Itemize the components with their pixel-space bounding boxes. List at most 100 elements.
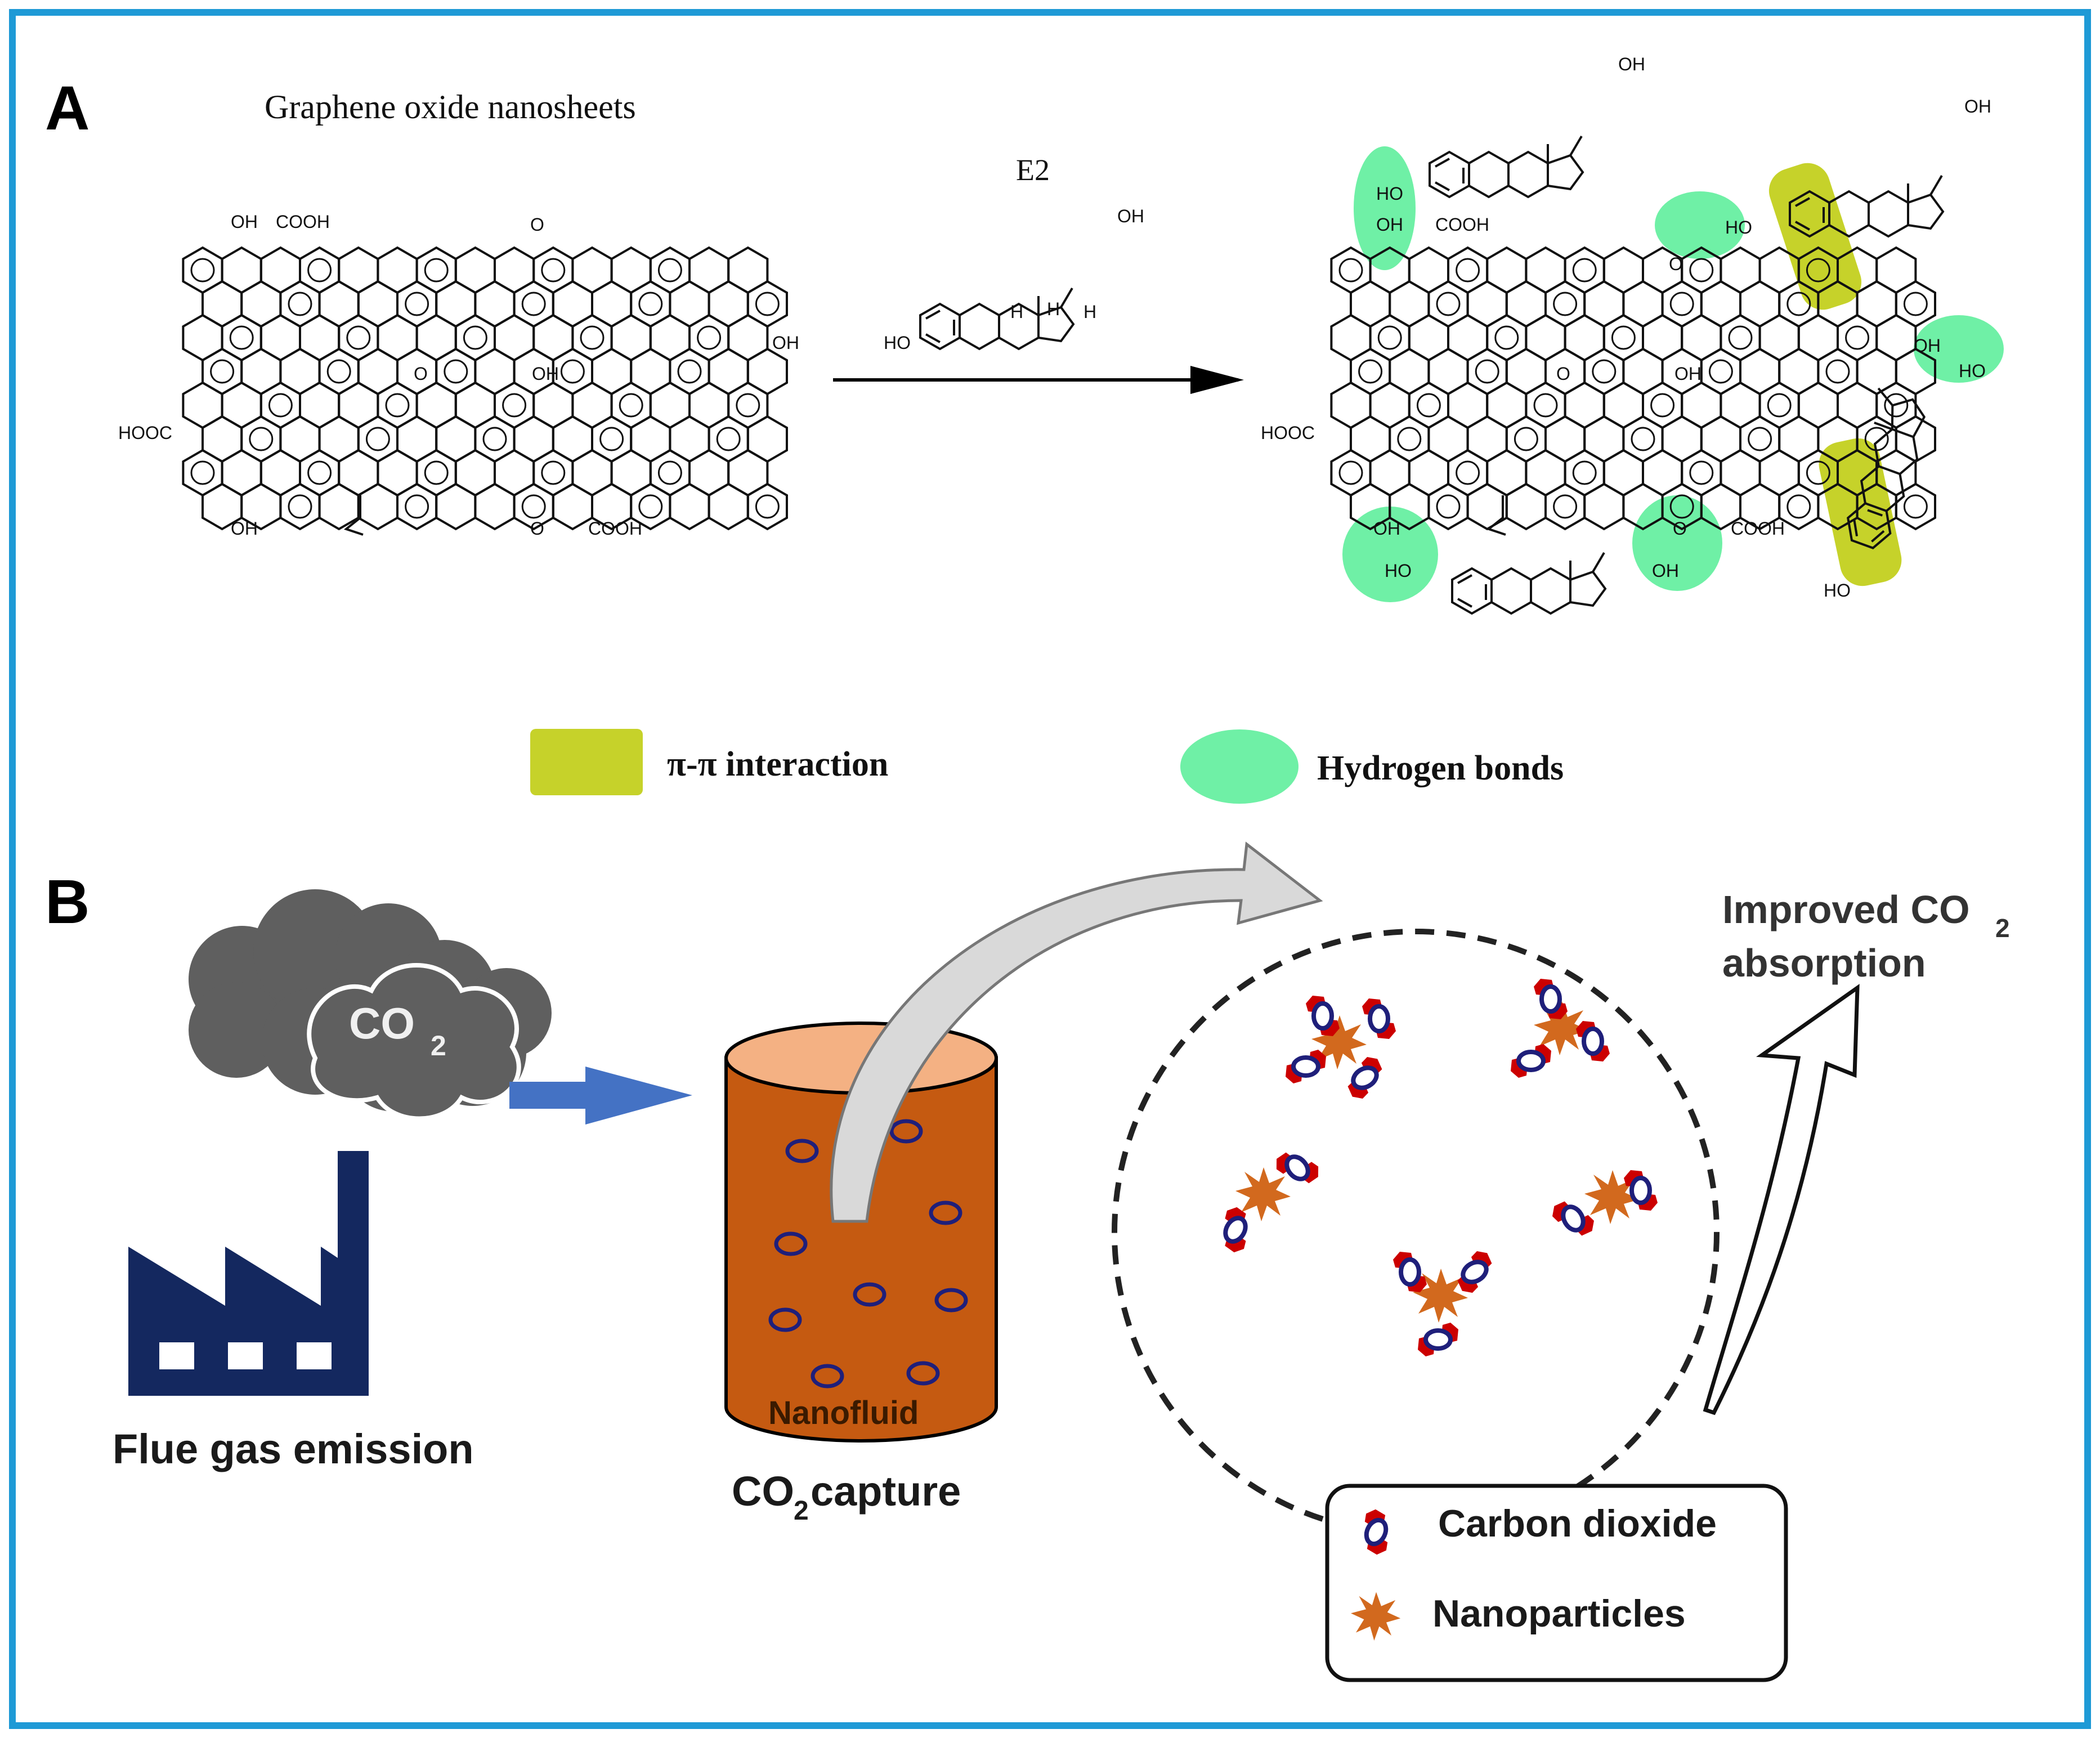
nanofluid-particles — [768, 1119, 968, 1388]
aromatic-ring — [1767, 393, 1792, 418]
label-oh: OH — [1618, 54, 1645, 74]
aromatic-ring — [1456, 258, 1480, 283]
aromatic-ring — [1436, 494, 1461, 519]
aromatic-ring — [657, 460, 682, 485]
lattice-ring — [1427, 483, 1469, 530]
label-ho: HO — [1385, 561, 1412, 581]
lattice-ring — [435, 483, 477, 530]
aromatic-ring — [1611, 325, 1636, 350]
aromatic-ring — [638, 292, 663, 316]
label-oh: OH — [1914, 335, 1941, 356]
flow-arrow — [509, 1067, 692, 1125]
label-oh: OH — [1964, 96, 1991, 117]
reaction-arrowhead — [1190, 366, 1244, 394]
label-h: H — [1083, 302, 1096, 322]
label-ho: HO — [1824, 580, 1851, 601]
panel-a: A Graphene oxide nanosheets OH COOH O OH… — [45, 54, 2004, 804]
aromatic-ring — [1806, 258, 1830, 283]
aromatic-ring — [405, 292, 429, 316]
aromatic-ring — [307, 460, 332, 485]
label-oh: OH — [231, 518, 258, 539]
improved-label-subscript: 2 — [1995, 913, 2010, 943]
aromatic-ring — [424, 460, 449, 485]
label-hooc: HOOC — [1261, 423, 1315, 443]
aromatic-ring — [755, 292, 780, 316]
lattice-ring — [669, 483, 710, 530]
aromatic-ring — [716, 427, 741, 451]
aromatic-ring — [1708, 359, 1733, 384]
improved-label-line1: Improved CO — [1722, 888, 1970, 931]
go-left-labels: OH COOH O OH O OH HOOC OH O COOH — [118, 212, 799, 539]
aromatic-ring — [288, 494, 312, 519]
aromatic-ring — [1669, 292, 1694, 316]
label-cooh: COOH — [276, 212, 330, 232]
aromatic-ring — [1572, 258, 1597, 283]
lattice-ring — [708, 483, 749, 530]
label-h: H — [1010, 302, 1023, 322]
aromatic-ring — [1377, 325, 1402, 350]
aromatic-ring — [1689, 258, 1714, 283]
capture-subscript: 2 — [794, 1496, 809, 1526]
aromatic-ring — [1416, 393, 1441, 418]
improved-label-line2: absorption — [1722, 941, 1926, 985]
aromatic-ring — [521, 494, 546, 519]
panel-b: B CO 2 Flue gas emission — [45, 841, 2010, 1682]
aromatic-ring — [463, 325, 487, 350]
hydrogen-bond-legend-label: Hydrogen bonds — [1317, 749, 1564, 787]
label-ketone: O — [1673, 518, 1687, 539]
aromatic-ring — [307, 258, 332, 283]
aromatic-ring — [1436, 292, 1461, 316]
aromatic-ring — [424, 258, 449, 283]
aromatic-ring — [638, 494, 663, 519]
label-cooh: COOH — [1731, 518, 1785, 539]
aromatic-ring — [190, 460, 215, 485]
aromatic-ring — [268, 393, 293, 418]
figure-frame — [9, 9, 2091, 1729]
aromatic-ring — [1786, 292, 1811, 316]
aromatic-ring — [190, 258, 215, 283]
pi-pi-legend-swatch — [530, 729, 643, 795]
aromatic-ring — [1456, 460, 1480, 485]
aromatic-ring — [541, 258, 566, 283]
aromatic-ring — [1494, 325, 1519, 350]
aromatic-ring — [1475, 359, 1499, 384]
aromatic-ring — [1689, 460, 1714, 485]
aromatic-ring — [1650, 393, 1675, 418]
aromatic-ring — [560, 359, 585, 384]
aromatic-ring — [1728, 325, 1753, 350]
aromatic-ring — [1669, 494, 1694, 519]
lattice-ring — [552, 483, 593, 530]
label-oh: OH — [772, 333, 799, 353]
aromatic-ring — [1397, 427, 1422, 451]
lattice-ring — [1466, 483, 1508, 530]
lattice-ring — [279, 483, 321, 530]
lattice-ring — [357, 483, 398, 530]
aromatic-ring — [755, 494, 780, 519]
aromatic-ring — [385, 393, 410, 418]
aromatic-ring — [1338, 258, 1363, 283]
aromatic-ring — [365, 427, 390, 451]
label-ketone: O — [530, 214, 544, 235]
aromatic-ring — [599, 427, 624, 451]
pi-pi-legend-label: π-π interaction — [667, 745, 888, 783]
aromatic-ring — [210, 359, 235, 384]
label-cooh: COOH — [588, 518, 642, 539]
lattice-ring — [1544, 483, 1586, 530]
label-oh: OH — [1117, 206, 1144, 226]
lattice-ring — [746, 483, 788, 530]
co2-cloud-front — [307, 963, 521, 1121]
aromatic-ring — [541, 460, 566, 485]
label-ketone: O — [530, 518, 544, 539]
factory-icon — [128, 1151, 369, 1396]
capture-label: CO — [732, 1468, 794, 1515]
panel-b-legend-box — [1325, 1484, 1788, 1682]
aromatic-ring — [1631, 427, 1655, 451]
label-ho: HO — [884, 333, 911, 353]
label-ho: HO — [1959, 361, 1986, 381]
aromatic-ring — [346, 325, 371, 350]
graphene-oxide-sheet-right — [1330, 247, 1936, 530]
lattice-ring — [1505, 483, 1547, 530]
aromatic-ring — [580, 325, 605, 350]
panel-b-letter: B — [45, 867, 89, 937]
label-h: H — [1047, 299, 1060, 319]
